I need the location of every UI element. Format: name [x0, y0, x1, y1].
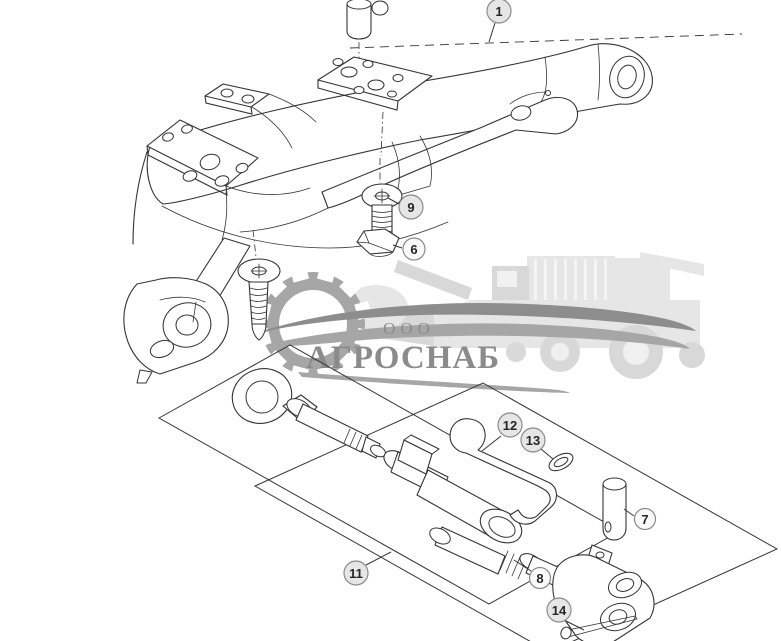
callout-11[interactable]: 11: [343, 551, 392, 586]
callout-9-label: 9: [407, 200, 414, 215]
callout-14-leader: [565, 620, 585, 631]
bolt-6-head: [356, 228, 400, 255]
callout-6-leader: [392, 244, 403, 249]
callout-11-leader: [365, 551, 392, 566]
callout-6-label: 6: [410, 242, 417, 257]
callout-8-leader: [513, 559, 532, 572]
left-plate-holes: [162, 124, 249, 187]
callout-13[interactable]: 13: [520, 427, 554, 460]
link-rod: [295, 403, 369, 453]
lock-pin-12: [449, 418, 558, 525]
callout-8-label: 8: [536, 571, 543, 586]
fasteners: [237, 158, 403, 341]
callout-1-leader: [488, 22, 496, 43]
callout-6[interactable]: 6: [392, 237, 426, 261]
top-plate-holes: [332, 58, 404, 98]
frame-drawing: [123, 0, 653, 384]
callouts: 1 9 6 12 13 7: [343, 0, 743, 631]
callout-9[interactable]: 9: [387, 194, 424, 220]
callout-7-leader: [623, 508, 635, 517]
callout-9-leader: [387, 197, 400, 205]
callout-13-label: 13: [526, 433, 540, 448]
center-link-assembly: [231, 368, 655, 641]
watermark-org-form: ООО: [383, 319, 435, 338]
top-pin: [346, 3, 372, 40]
callout-12-leader: [481, 435, 502, 452]
parts-box-b: [253, 382, 779, 641]
watermark: ООО АГРОСНАБ: [253, 252, 705, 393]
callout-11-label: 11: [349, 566, 363, 581]
callout-7-label: 7: [641, 512, 648, 527]
left-plate: [146, 119, 259, 187]
watermark-company-name: АГРОСНАБ: [306, 340, 500, 376]
callout-12[interactable]: 12: [481, 412, 523, 452]
callout-1-locator-line: [349, 33, 743, 49]
callout-14-label: 14: [552, 603, 567, 618]
callout-8[interactable]: 8: [513, 559, 552, 590]
swoosh-strokes: [262, 303, 696, 393]
callout-1[interactable]: 1: [486, 0, 512, 43]
callout-14[interactable]: 14: [546, 597, 585, 631]
pin-eyelet: [371, 0, 389, 16]
callout-1-label: 1: [495, 4, 502, 19]
small-bracket: [204, 83, 270, 108]
callout-7[interactable]: 7: [623, 507, 657, 531]
callout-12-label: 12: [503, 418, 517, 433]
callout-13-leader: [540, 448, 554, 460]
